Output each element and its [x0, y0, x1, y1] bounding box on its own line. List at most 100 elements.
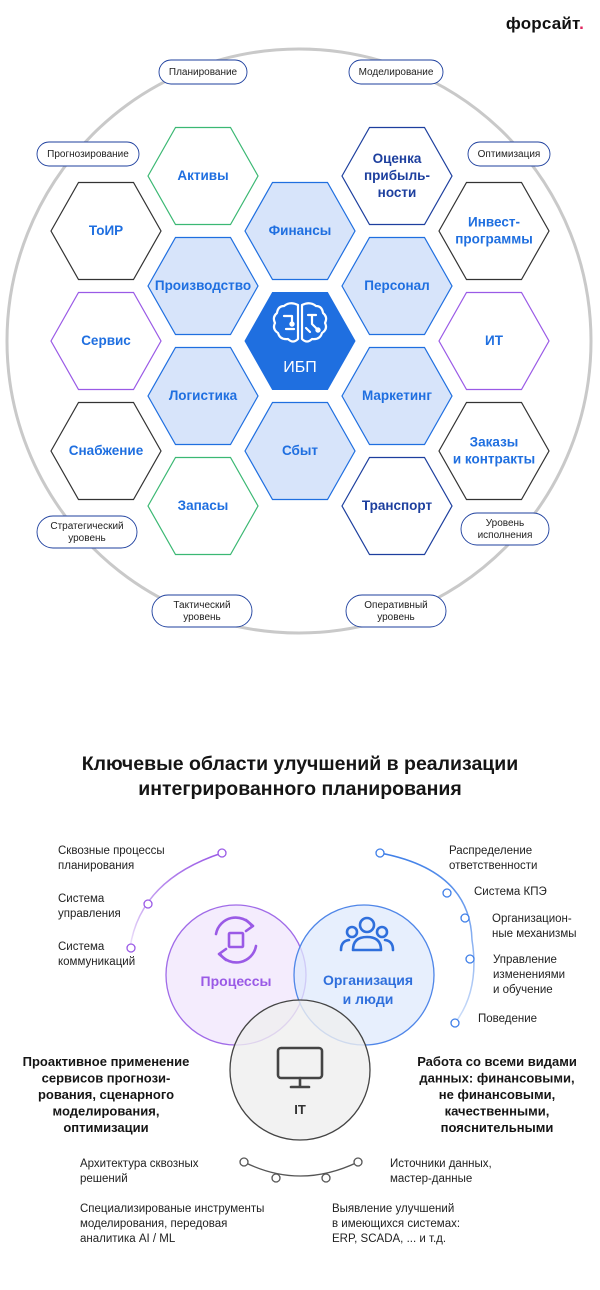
ring-tag-оптимизация: Оптимизация — [467, 141, 551, 167]
it-point — [321, 1173, 331, 1183]
organization-item-2: Система КПЭ — [474, 886, 547, 898]
outer-hex-shape — [438, 291, 550, 391]
ring-tag-планирование: Планирование — [158, 59, 248, 85]
hub-hex[interactable]: ИБП — [244, 292, 356, 390]
it-point — [239, 1157, 249, 1167]
core-hex-персонал[interactable]: Персонал — [341, 236, 453, 336]
outer-hex-транспорт[interactable]: Транспорт — [341, 456, 453, 556]
ring-tag-pill — [151, 594, 253, 628]
outer-hex-shape — [438, 181, 550, 281]
section-title: Ключевые области улучшений в реализации … — [20, 752, 580, 802]
outer-hex-shape — [341, 126, 453, 226]
outer-hex-label: ТоИР — [89, 223, 123, 238]
ring-tag-label: Планирование — [169, 67, 238, 78]
outer-hex-shape — [147, 126, 259, 226]
ring-tag-pill — [158, 59, 248, 85]
core-hex-маркетинг[interactable]: Маркетинг — [341, 346, 453, 446]
core-hex-label: Логистика — [169, 388, 238, 403]
section-title-line-2: интегрированного планирования — [138, 778, 462, 800]
brain-icon — [272, 302, 328, 343]
it-point — [271, 1173, 281, 1183]
core-hex-label: Маркетинг — [362, 388, 432, 403]
core-hex-финансы[interactable]: Финансы — [244, 181, 356, 281]
ring-tag-label: Прогнозирование — [47, 149, 129, 160]
it-circle — [229, 999, 371, 1141]
organization-item-5: Поведение — [478, 1013, 537, 1025]
core-hex-сбыт[interactable]: Сбыт — [244, 401, 356, 501]
core-hex-label: Сбыт — [282, 443, 318, 458]
outer-hex-снабжение[interactable]: Снабжение — [50, 401, 162, 501]
ring-tag-label: Оптимизация — [478, 149, 541, 160]
cycle-icon — [214, 916, 258, 964]
outer-hex-сервис[interactable]: Сервис — [50, 291, 162, 391]
outer-hex-тоир[interactable]: ТоИР — [50, 181, 162, 281]
ring-tag-pill — [348, 59, 444, 85]
outer-hex-shape — [147, 456, 259, 556]
outer-hex-инвест-программы[interactable]: Инвест-программы — [438, 181, 550, 281]
core-hex-логистика[interactable]: Логистика — [147, 346, 259, 446]
ring-tag-label: Моделирование — [359, 67, 434, 78]
it-arc — [243, 1161, 359, 1177]
brand-logo: форсайт. — [505, 14, 584, 33]
people-icon — [339, 916, 395, 952]
outer-hex-активы[interactable]: Активы — [147, 126, 259, 226]
ring-tag-pill — [36, 141, 140, 167]
ring-tag-pill — [467, 141, 551, 167]
organization-point — [442, 888, 452, 898]
it-item-2: Источники данных,мастер-данные — [390, 1158, 492, 1185]
processes-point — [143, 899, 153, 909]
outer-hex-label: Снабжение — [69, 443, 144, 458]
organization-point — [375, 848, 385, 858]
it-label: IT — [294, 1102, 306, 1117]
processes-arc — [129, 852, 223, 949]
core-hex-label: Производство — [155, 278, 251, 293]
outer-hex-label: Сервис — [81, 333, 131, 348]
organization-point — [450, 1018, 460, 1028]
organization-arc — [379, 852, 475, 1024]
ring-tag-pill — [345, 594, 447, 628]
outer-hex-label: Активы — [177, 168, 228, 183]
core-hex-label: Персонал — [364, 278, 429, 293]
outer-hex-label: ИТ — [485, 333, 504, 348]
core-hex-label: Финансы — [269, 223, 332, 238]
core-hex-shape — [341, 346, 453, 446]
organization-label-line-1: Организация — [323, 972, 413, 988]
outer-hex-ит[interactable]: ИТ — [438, 291, 550, 391]
section-title-line-1: Ключевые области улучшений в реализации — [81, 753, 519, 775]
outer-hex-запасы[interactable]: Запасы — [147, 456, 259, 556]
outer-hex-label: Инвест-программы — [455, 214, 533, 246]
venn-diagram: Процессы Организация и люди IT Сквозные … — [23, 845, 577, 1245]
planning-ring — [5, 47, 593, 635]
core-hex-shape — [244, 181, 356, 281]
outer-hex-shape — [438, 401, 550, 501]
hub-label: ИБП — [283, 359, 317, 376]
outer-hex-shape — [50, 401, 162, 501]
ring-tag-pill — [460, 512, 550, 546]
outer-hex-label: Запасы — [178, 498, 229, 513]
outer-hex-shape — [50, 181, 162, 281]
organization-label-line-2: и люди — [343, 991, 394, 1007]
core-hex-производство[interactable]: Производство — [147, 236, 259, 336]
core-hex-shape — [147, 236, 259, 336]
organization-item-3: Организацион-ные механизмы — [492, 913, 577, 940]
hub-hex-shape — [244, 292, 356, 390]
